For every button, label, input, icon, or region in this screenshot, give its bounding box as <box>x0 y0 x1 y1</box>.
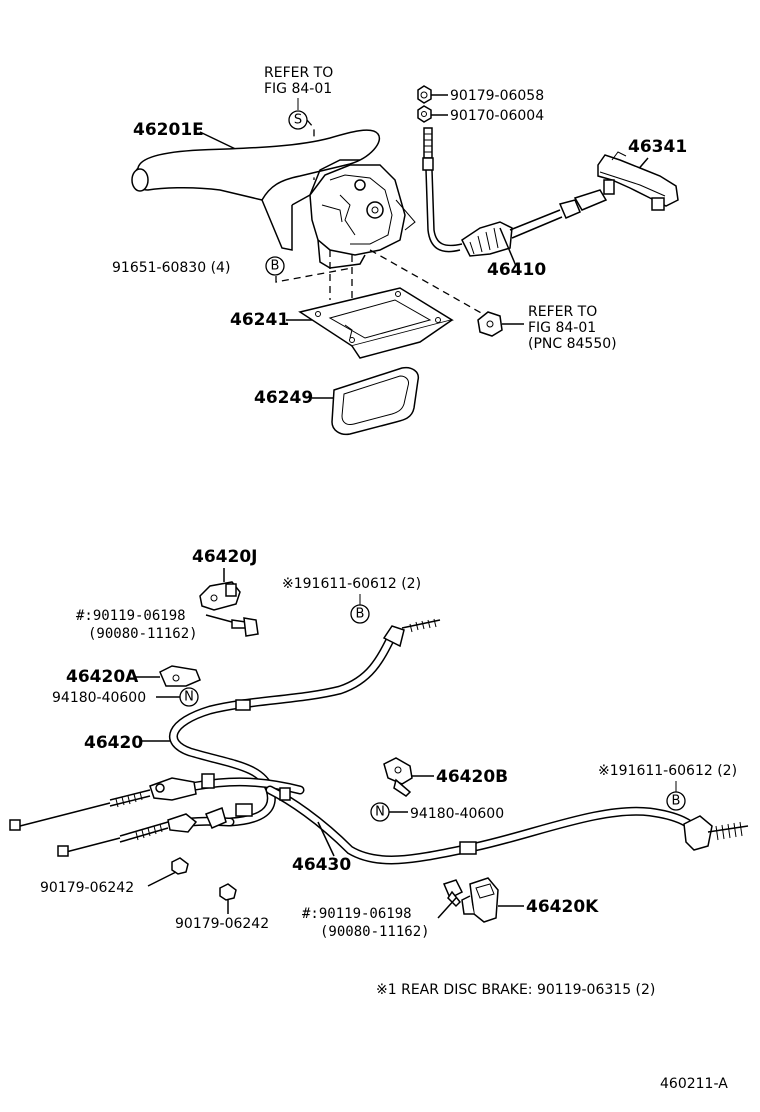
part-label-90119-a: #:90119-06198 <box>76 608 186 624</box>
marker-s-circle: S <box>288 110 308 130</box>
marker-b-circle-right: B <box>666 791 686 811</box>
part-label-46430: 46430 <box>292 855 351 875</box>
part-label-90080-a: (90080-11162) <box>88 626 198 642</box>
refer-to-top-label: REFER TO <box>264 65 333 81</box>
part-label-46249: 46249 <box>254 388 313 408</box>
front-cable-46410 <box>422 127 608 257</box>
part-label-90179-06058: 90179-06058 <box>450 88 544 104</box>
mounting-plate-46241 <box>298 287 454 359</box>
parking-brake-lever <box>131 129 416 269</box>
part-label-46420a: 46420A <box>66 667 139 687</box>
clamp-46420a <box>159 665 201 687</box>
part-label-90179-06242-a: 90179-06242 <box>40 880 134 896</box>
part-label-94180-a: 94180-40600 <box>52 690 146 706</box>
bolt-90119-a <box>231 617 259 637</box>
figure-id: 460211-A <box>660 1076 728 1092</box>
marker-n-text-a: N <box>184 690 194 705</box>
part-label-94180-b: 94180-40600 <box>410 806 504 822</box>
refer-to-right-label: REFER TO <box>528 304 597 320</box>
part-label-90170-06004: 90170-06004 <box>450 108 544 124</box>
bolt-90119-b <box>442 879 464 908</box>
pnc-right-label: (PNC 84550) <box>528 336 617 352</box>
clamp-46420b <box>383 757 413 797</box>
fig-top-label: FIG 84-01 <box>264 81 332 97</box>
rear-cable-46430 <box>265 785 749 865</box>
part-label-46420k: 46420K <box>526 897 599 917</box>
part-label-90179-06242-b: 90179-06242 <box>175 916 269 932</box>
part-label-46420b: 46420B <box>436 767 508 787</box>
note-rear-disc-brake: ※1 REAR DISC BRAKE: 90119-06315 (2) <box>376 982 655 998</box>
marker-b-circle-top: B <box>265 256 285 276</box>
marker-s-text: S <box>294 113 302 128</box>
part-label-46241: 46241 <box>230 310 289 330</box>
part-label-46201e: 46201E <box>133 120 204 140</box>
marker-b-text-mid: B <box>356 607 365 622</box>
rear-cable-left-upper <box>9 773 305 831</box>
marker-n-circle-b: N <box>370 802 390 822</box>
part-label-91651: 91651-60830 (4) <box>112 260 230 276</box>
part-label-46341: 46341 <box>628 137 687 157</box>
clamp-46420j <box>199 581 241 611</box>
marker-n-text-b: N <box>375 805 385 820</box>
part-label-46420: 46420 <box>84 733 143 753</box>
fig-right-label: FIG 84-01 <box>528 320 596 336</box>
switch-connector <box>477 311 503 337</box>
bracket-46341 <box>597 151 679 211</box>
part-label-90119-b: #:90119-06198 <box>302 906 412 922</box>
part-label-46410: 46410 <box>487 260 546 280</box>
marker-n-circle-a: N <box>179 687 199 707</box>
part-label-191611-a: ※191611-60612 (2) <box>282 576 421 592</box>
marker-b-text-top: B <box>271 259 280 274</box>
nut-90179-06242-b <box>219 883 237 901</box>
boot-46249 <box>331 366 420 436</box>
nut-90170-06004 <box>417 105 432 123</box>
part-label-191611-b: ※191611-60612 (2) <box>598 763 737 779</box>
clamp-46420k <box>461 877 499 923</box>
part-label-46420j: 46420J <box>192 547 257 567</box>
marker-b-text-right: B <box>672 794 681 809</box>
part-label-90080-b: (90080-11162) <box>320 924 430 940</box>
nut-90179-06058 <box>417 85 432 104</box>
marker-b-circle-mid: B <box>350 604 370 624</box>
nut-90179-06242-a <box>171 857 189 875</box>
